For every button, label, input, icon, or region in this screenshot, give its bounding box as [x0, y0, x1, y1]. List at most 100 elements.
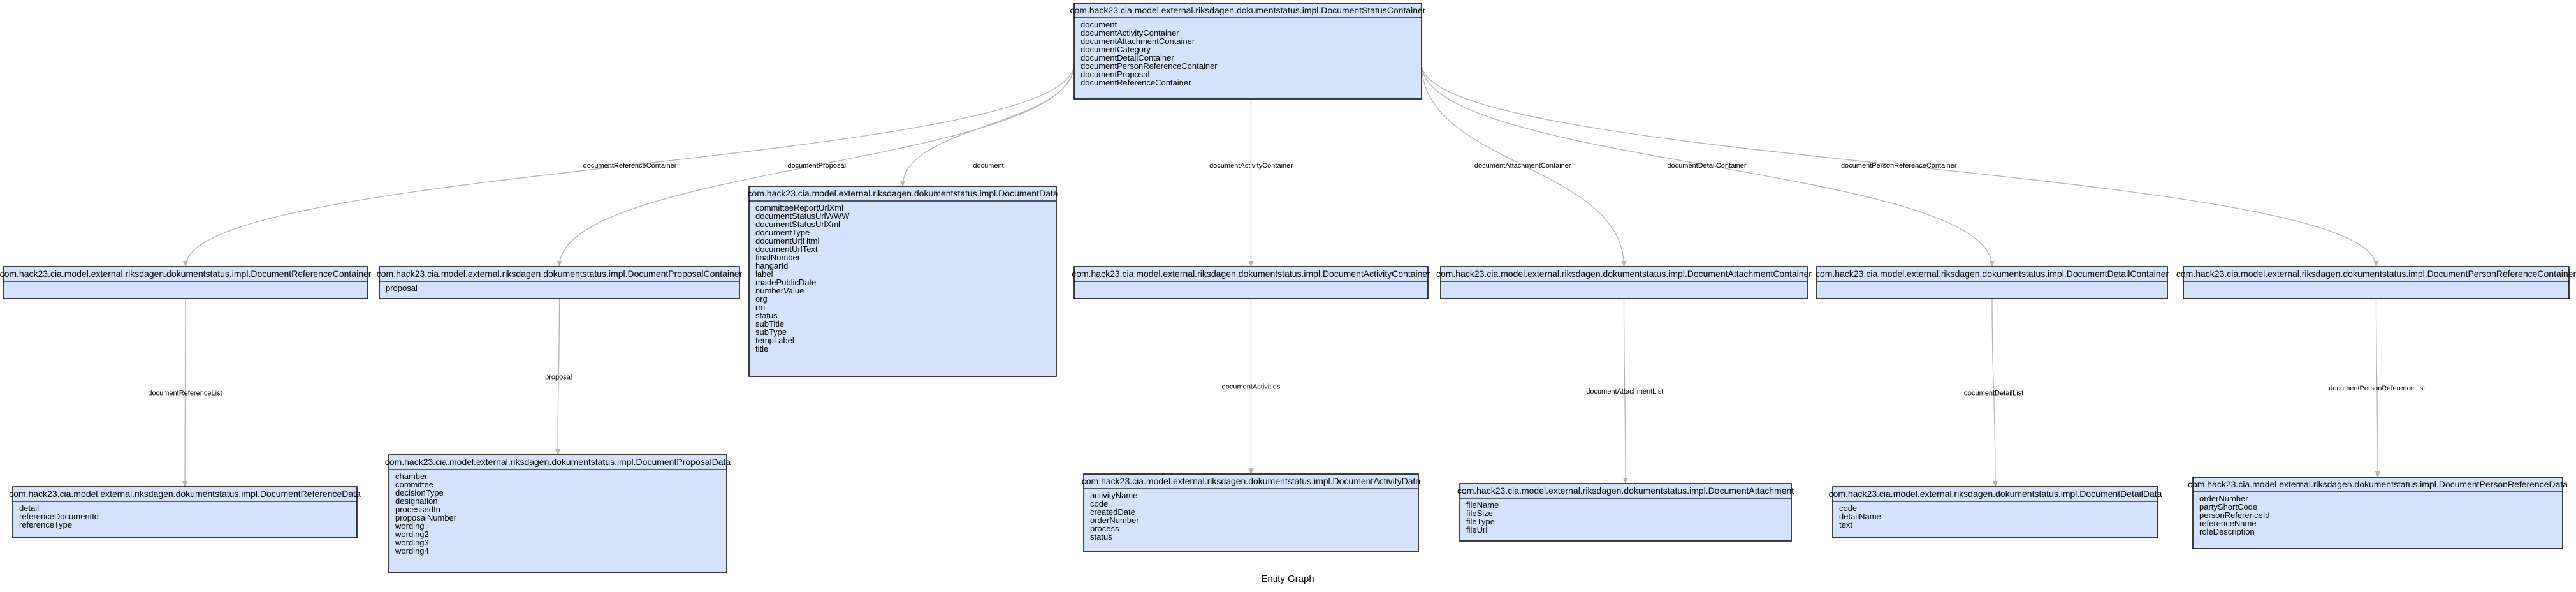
entity-field: decisionType	[395, 488, 444, 498]
entity-title: com.hack23.cia.model.external.riksdagen.…	[1816, 269, 2169, 279]
entity-field: process	[1090, 524, 1119, 533]
entity-field: designation	[395, 496, 438, 506]
entity-title: com.hack23.cia.model.external.riksdagen.…	[0, 269, 372, 279]
entity-node-detdata: com.hack23.cia.model.external.riksdagen.…	[1829, 486, 2162, 538]
entity-field: chamber	[395, 471, 428, 481]
entity-box	[1816, 266, 2168, 299]
entity-field: personReferenceId	[2199, 510, 2270, 520]
entity-field: document	[1081, 20, 1117, 29]
edge-status-to-refcont	[183, 63, 1075, 267]
edge-label: documentActivities	[1222, 383, 1281, 391]
edge-detcont-to-detdata	[1991, 298, 1998, 487]
entity-title: com.hack23.cia.model.external.riksdagen.…	[377, 269, 743, 279]
edge-label: documentAttachmentList	[1586, 388, 1663, 396]
graph-caption: Entity Graph	[1261, 574, 1314, 584]
entity-field: committee	[395, 480, 433, 489]
entity-box	[1459, 483, 1792, 542]
entity-field: committeeReportUrlXml	[755, 203, 843, 212]
entity-field: documentDetailContainer	[1081, 53, 1174, 63]
entity-field: detail	[19, 503, 39, 513]
entity-field: proposal	[386, 283, 418, 293]
entity-title: com.hack23.cia.model.external.riksdagen.…	[1072, 269, 1430, 279]
entity-field: documentType	[755, 228, 810, 237]
entity-field: title	[755, 344, 768, 353]
entity-title: com.hack23.cia.model.external.riksdagen.…	[2176, 269, 2576, 279]
entity-field: referenceName	[2199, 519, 2257, 528]
edge-status-to-docdata	[900, 63, 1075, 187]
entity-field: documentActivityContainer	[1081, 28, 1179, 38]
nodes-layer: com.hack23.cia.model.external.riksdagen.…	[0, 3, 2576, 574]
edge-label: documentPersonReferenceContainer	[1841, 162, 1957, 170]
entity-node-persdata: com.hack23.cia.model.external.riksdagen.…	[2188, 477, 2568, 549]
entity-box	[1440, 266, 1808, 299]
entity-field: fileUrl	[1466, 525, 1487, 535]
entity-field: activityName	[1090, 491, 1137, 500]
entity-field: rm	[755, 302, 765, 312]
entity-field: subTitle	[755, 319, 784, 329]
entity-title: com.hack23.cia.model.external.riksdagen.…	[1457, 485, 1794, 496]
entity-box	[748, 186, 1057, 377]
entity-field: wording	[395, 521, 425, 531]
entity-field: roleDescription	[2199, 527, 2255, 536]
entity-field: documentAttachmentContainer	[1081, 36, 1195, 46]
entity-field: processedIn	[395, 505, 440, 514]
edge-status-to-detcont	[1421, 63, 1995, 267]
entity-node-actcont: com.hack23.cia.model.external.riksdagen.…	[1072, 266, 1430, 299]
entity-field: documentCategory	[1081, 45, 1151, 54]
edge-propcont-to-propdata	[555, 298, 561, 455]
entity-node-attdata: com.hack23.cia.model.external.riksdagen.…	[1457, 483, 1794, 542]
entity-box	[1832, 486, 2158, 538]
entity-title: com.hack23.cia.model.external.riksdagen.…	[1070, 5, 1426, 15]
entity-field: referenceDocumentId	[19, 512, 99, 521]
entity-title: com.hack23.cia.model.external.riksdagen.…	[1436, 269, 1812, 279]
entity-field: createdDate	[1090, 507, 1135, 517]
entity-node-status: com.hack23.cia.model.external.riksdagen.…	[1070, 3, 1426, 100]
entity-title: com.hack23.cia.model.external.riksdagen.…	[1082, 476, 1421, 486]
edge-label: documentAttachmentContainer	[1474, 162, 1571, 170]
edge-attcont-to-attdata	[1622, 298, 1628, 484]
entity-field: documentStatusUrlWWW	[755, 211, 850, 221]
entity-field: orderNumber	[2199, 494, 2248, 503]
entity-box	[1073, 3, 1422, 100]
entity-field: orderNumber	[1090, 515, 1139, 525]
entity-title: com.hack23.cia.model.external.riksdagen.…	[1829, 489, 2162, 499]
entity-title: com.hack23.cia.model.external.riksdagen.…	[9, 489, 361, 499]
entity-node-refcont: com.hack23.cia.model.external.riksdagen.…	[0, 266, 372, 299]
edge-status-to-propcont	[557, 63, 1075, 267]
entity-node-actdata: com.hack23.cia.model.external.riksdagen.…	[1082, 473, 1421, 552]
edge-label: documentDetailContainer	[1667, 162, 1746, 170]
edge-status-to-perscont	[1421, 63, 2379, 267]
entity-node-detcont: com.hack23.cia.model.external.riksdagen.…	[1816, 266, 2169, 299]
entity-field: documentStatusUrlXml	[755, 219, 840, 229]
entity-field: wording3	[395, 538, 429, 547]
edge-label: document	[973, 162, 1003, 170]
edge-label: documentReferenceContainer	[583, 162, 677, 170]
edge-label: documentProposal	[787, 162, 846, 170]
entity-box	[2183, 266, 2570, 299]
entity-field: fileSize	[1466, 508, 1493, 518]
entity-field: code	[1090, 499, 1108, 508]
entity-box	[1083, 473, 1419, 552]
entity-field: madePublicDate	[755, 278, 816, 287]
entity-box	[388, 454, 727, 574]
entity-field: numberValue	[755, 286, 804, 295]
entity-field: fileType	[1466, 517, 1495, 526]
entity-node-attcont: com.hack23.cia.model.external.riksdagen.…	[1436, 266, 1812, 299]
entity-field: subType	[755, 327, 787, 337]
entity-field: status	[755, 311, 778, 320]
entity-box	[379, 266, 740, 299]
entity-field: fileName	[1466, 500, 1499, 510]
entity-field: documentPersonReferenceContainer	[1081, 61, 1218, 71]
entity-box	[3, 266, 368, 299]
entity-field: documentUrlText	[755, 244, 818, 254]
entity-field: wording4	[395, 546, 429, 556]
entity-title: com.hack23.cia.model.external.riksdagen.…	[2188, 479, 2568, 489]
edge-perscont-to-persdata	[2375, 298, 2380, 478]
entity-field: finalNumber	[755, 253, 801, 262]
entity-field: hangarId	[755, 261, 788, 270]
entity-field: documentProposal	[1081, 70, 1150, 79]
edge-label: documentDetailList	[1964, 390, 2024, 397]
entity-field: referenceType	[19, 520, 72, 529]
entity-node-propcont: com.hack23.cia.model.external.riksdagen.…	[377, 266, 743, 299]
